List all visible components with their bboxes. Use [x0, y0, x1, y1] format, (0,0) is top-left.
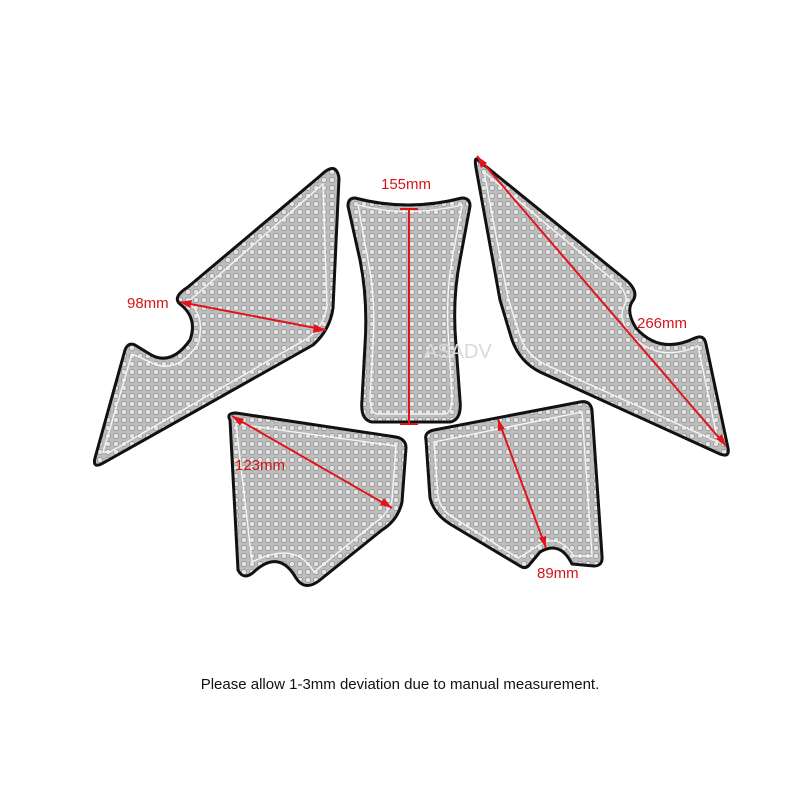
- lower-left-arrow-end: [380, 498, 392, 508]
- right-side-pad: 266mm: [473, 155, 730, 457]
- lower-left-pad: 123mm: [227, 411, 408, 587]
- right-dimension-line: [476, 155, 727, 447]
- measurement-note: Please allow 1-3mm deviation due to manu…: [200, 676, 600, 693]
- lower-right-arrow-end: [539, 536, 546, 548]
- center-spine-pad: 155mm: [346, 176, 472, 425]
- right-arrow-start: [477, 156, 487, 168]
- lower-right-pad: 89mm: [424, 400, 604, 582]
- lower-left-dimension-line: [231, 415, 393, 509]
- right-arrow-end: [716, 434, 726, 446]
- lower-left-arrow-start: [232, 416, 244, 426]
- right-dimension-label: 266mm: [637, 315, 687, 332]
- lower-right-dimension-line: [497, 418, 547, 549]
- lower-right-pad-shape: [424, 400, 604, 570]
- lower-left-pad-shape: [227, 411, 408, 587]
- left-side-pad-shape: [93, 167, 341, 467]
- left-side-pad: 98mm: [93, 167, 341, 467]
- watermark: ASADV: [424, 341, 492, 363]
- left-arrow-start: [180, 300, 192, 308]
- lower-right-arrow-start: [498, 419, 505, 431]
- lower-left-dimension-label: 123mm: [235, 457, 285, 474]
- right-side-pad-shape: [473, 157, 730, 457]
- left-arrow-end: [313, 324, 326, 333]
- left-dimension-line: [179, 301, 327, 331]
- center-dimension-label: 155mm: [381, 176, 431, 193]
- left-dimension-label: 98mm: [127, 295, 169, 312]
- lower-right-dimension-label: 89mm: [537, 565, 579, 582]
